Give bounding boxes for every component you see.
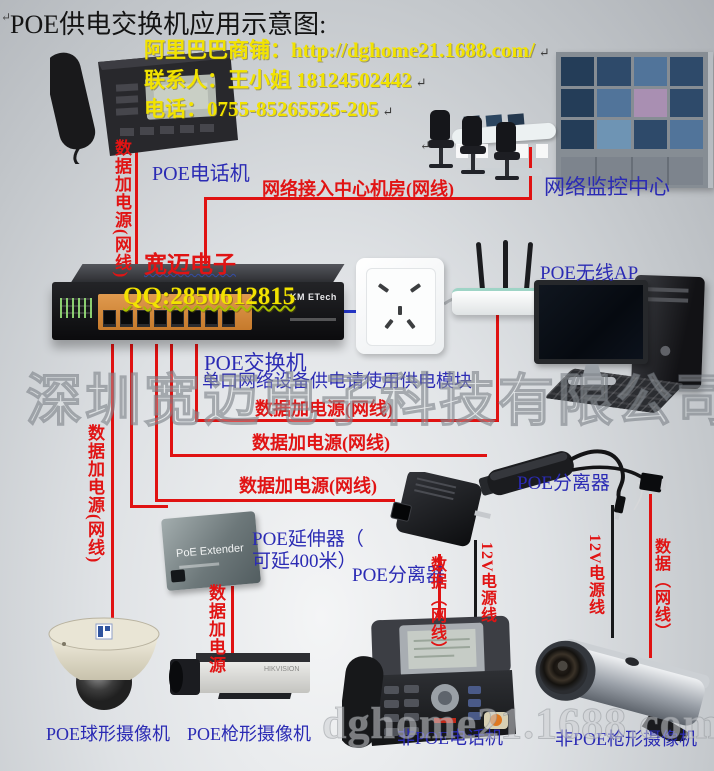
poe-extender-image: PoE Extender — [161, 505, 264, 595]
office-chair — [494, 122, 520, 194]
office-chair — [460, 116, 486, 188]
contact-shop-line: 阿里巴巴商铺：http://dghome21.1688.com/↵ — [144, 34, 550, 64]
non-poe-camera-image — [530, 626, 712, 747]
cable-switch-to-splitter2-v — [155, 344, 158, 502]
rj45-port — [154, 310, 167, 327]
editor-return-mark: ↵ — [382, 104, 394, 119]
office-chair — [428, 110, 454, 182]
cable-switch-to-extender-h — [130, 505, 168, 508]
cable-splitter2-power — [474, 540, 477, 642]
monitoring-center-label: 网络监控中心 — [544, 175, 670, 199]
cable-switch-to-splitter1-h — [170, 454, 487, 457]
rj45-port — [103, 310, 116, 327]
bullet-camera-brand: HIKVISION — [264, 666, 299, 673]
data-power-label-2: 数据加电源(网线) — [252, 433, 390, 453]
power12v-vertical-camera: 12V电源线 — [586, 534, 603, 616]
cable-splitter1-data — [649, 494, 652, 658]
rj45-port — [171, 310, 184, 327]
editor-return-mark: ↵ — [538, 45, 550, 60]
splitter2-label: POE分离器 — [352, 565, 445, 586]
video-wall — [556, 52, 713, 188]
wireless-ap-image — [448, 240, 544, 315]
wireless-ap-label: POE无线AP — [540, 263, 639, 284]
data-power-label-3: 数据加电源(网线) — [239, 476, 377, 496]
editor-return-mark: ↵ — [415, 75, 427, 90]
cable-switch-to-splitter1-v — [170, 344, 173, 457]
poe-phone-label: POE电话机 — [152, 163, 250, 185]
switch-brand-text: KM ETech — [290, 292, 337, 302]
cable-switch-to-room-h — [204, 197, 532, 200]
non-poe-phone-image — [338, 612, 520, 750]
data-power-vertical-extender: 数据加电源 — [206, 584, 225, 674]
switch-note-label: 单口网络设备供电请使用供电模块 — [202, 371, 472, 391]
data-cable-vertical-phone: 数据（网线） — [428, 556, 445, 658]
cable-switch-to-ap-h — [195, 419, 499, 422]
extender-brand-text: PoE Extender — [175, 542, 245, 561]
contact-phone-line: 电话：0755-85265525-205↵ — [144, 93, 393, 123]
poe-switch-image: KM ETech — [52, 264, 348, 346]
data-cable-vertical-camera: 数据（网线） — [652, 538, 669, 640]
ap-antenna — [503, 240, 508, 290]
non-poe-phone-label: 非POE电话机 — [397, 728, 504, 748]
poe-splitter2-image — [388, 469, 494, 560]
wall-socket-image — [356, 258, 444, 354]
cable-splitter2-data — [438, 554, 441, 668]
rj45-port — [205, 310, 218, 327]
page-title: POE供电交换机应用示意图: — [10, 10, 327, 39]
data-power-label-1: 数据加电源(网线) — [255, 399, 393, 419]
cable-switch-to-room-v1 — [204, 197, 207, 269]
rj45-port — [137, 310, 150, 327]
editor-return-mark: ↵ — [420, 138, 431, 153]
monitoring-center-image — [428, 48, 714, 193]
shop-brand-text: 宽迈电子 — [144, 252, 236, 277]
cable-switch-to-dome — [111, 344, 114, 630]
rj45-port — [188, 310, 201, 327]
cable-splitter1-power — [611, 505, 614, 638]
bullet-camera-image: HIKVISION — [168, 643, 318, 709]
extender-port — [170, 569, 186, 583]
cable-switch-to-extender-v — [130, 344, 133, 508]
bullet-camera-label: POE枪形摄像机 — [187, 724, 312, 744]
extender-label-line2: 可延400米） — [252, 551, 357, 572]
qq-number-text: QQ:2850612815 — [123, 283, 296, 310]
cable-switch-to-splitter2-h — [155, 499, 395, 502]
data-power-vertical-phone: 数据加电源(网线) — [112, 139, 131, 279]
power12v-vertical-phone: 12V电源线 — [478, 542, 495, 624]
splitter1-label: POE分离器 — [517, 473, 610, 494]
access-room-label: 网络接入中心机房(网线) — [262, 179, 454, 199]
cable-ap-drop — [496, 311, 499, 422]
cable-switch-to-ap-v — [195, 344, 198, 422]
extender-label-line1: POE延伸器（ — [252, 529, 364, 550]
data-power-vertical-dome: 数据加电源(网线) — [85, 424, 104, 564]
ap-antenna — [475, 241, 486, 293]
rj45-port — [222, 310, 235, 327]
contact-person-text: 联系人：王小姐 18124502442 — [144, 68, 412, 92]
poe-splitter1-image — [478, 428, 678, 523]
non-poe-camera-label: 非POE枪形摄像机 — [555, 729, 698, 749]
poe-phone-image — [44, 44, 240, 170]
desktop-computer-image — [530, 272, 710, 414]
contact-shop-text: 阿里巴巴商铺：http://dghome21.1688.com/ — [144, 38, 535, 62]
editor-return-mark: ↵ — [1, 10, 12, 24]
dome-camera-image — [44, 606, 166, 724]
cable-extender-to-camera — [231, 586, 234, 654]
dome-camera-label: POE球形摄像机 — [46, 724, 171, 744]
cable-phone-to-switch — [135, 127, 138, 269]
contact-person-line: 联系人：王小姐 18124502442↵ — [144, 64, 427, 94]
poe-switch-label: POE交换机 — [204, 351, 307, 375]
contact-phone-text: 电话：0755-85265525-205 — [144, 97, 379, 121]
rj45-port — [120, 310, 133, 327]
